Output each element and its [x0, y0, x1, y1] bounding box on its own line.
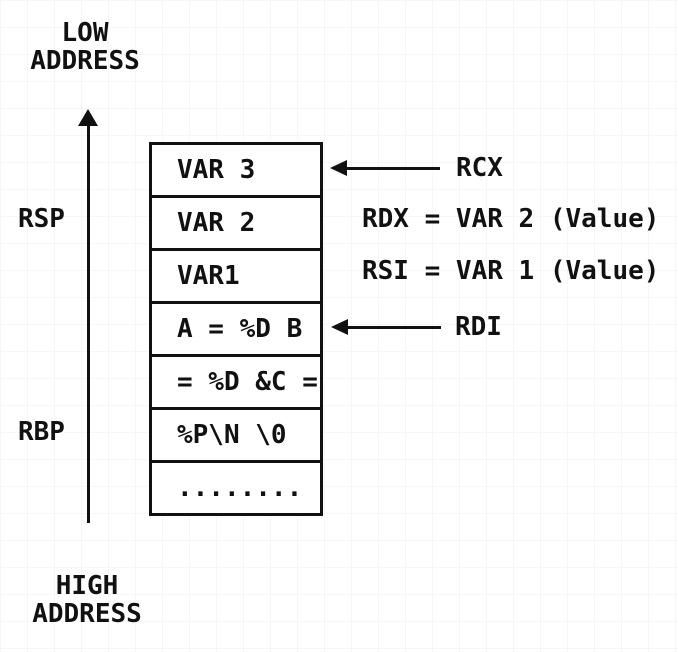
left-arrowhead-icon	[331, 319, 348, 335]
rdi-register-label: RDI	[455, 312, 502, 342]
stack-cell-format-b: = %D &C =	[152, 357, 320, 410]
stack-cell-var1: VAR1	[152, 251, 320, 304]
high-address-line2: ADDRESS	[32, 599, 142, 629]
left-arrowhead-icon	[330, 160, 347, 176]
arrow-shaft	[346, 326, 441, 329]
low-address-label: LOW ADDRESS	[25, 19, 145, 75]
stack-cell-var2: VAR 2	[152, 198, 320, 251]
up-arrow-icon	[78, 109, 98, 126]
stack-cell-format-a: A = %D B	[152, 304, 320, 357]
rdi-pointer-arrow	[331, 319, 443, 335]
arrow-shaft	[345, 167, 440, 170]
stack-cell-format-c: %P\N \0	[152, 410, 320, 463]
high-address-line1: HIGH	[55, 571, 119, 601]
high-address-label: HIGH ADDRESS	[27, 572, 147, 628]
rbp-register-label: RBP	[18, 417, 65, 447]
address-direction-axis	[87, 124, 90, 523]
rsp-register-label: RSP	[18, 204, 65, 234]
low-address-line2: ADDRESS	[30, 46, 140, 76]
rcx-pointer-arrow	[330, 160, 442, 176]
rsi-value-text: RSI = VAR 1 (Value)	[362, 256, 660, 286]
stack-frame-box: VAR 3 VAR 2 VAR1 A = %D B = %D &C = %P\N…	[149, 142, 323, 516]
stack-cell-var3: VAR 3	[152, 145, 320, 198]
rcx-register-label: RCX	[456, 153, 503, 183]
stack-cell-ellipsis: ........	[177, 473, 303, 503]
rdx-value-text: RDX = VAR 2 (Value)	[362, 204, 660, 234]
low-address-line1: LOW	[61, 18, 109, 48]
